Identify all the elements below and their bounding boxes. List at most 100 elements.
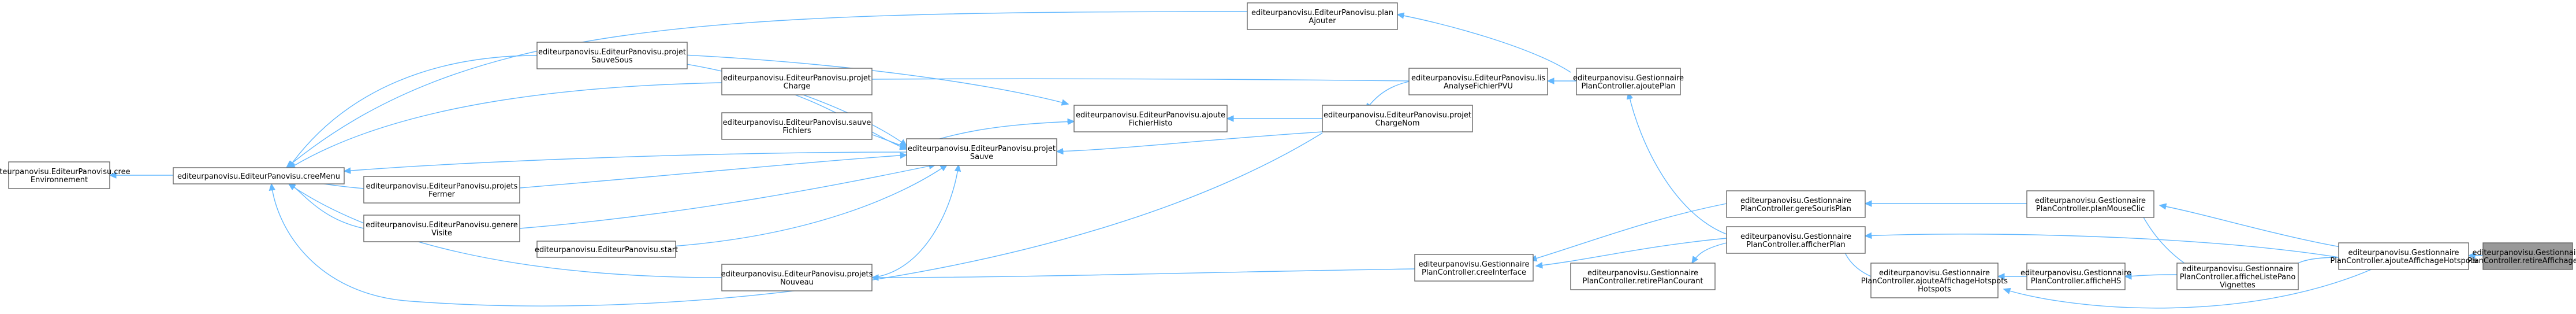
node-label-line: PlanController.afficherPlan (1746, 241, 1845, 249)
edge-afficherPlan-creeInterface (1536, 238, 1727, 266)
edge-projetSauveSous-ajouteFichierHisto (612, 51, 1068, 104)
node-planMouseClic[interactable]: editeurpanovisu.GestionnairePlanControll… (2026, 190, 2154, 218)
edge-genereVisite-creeMenu (289, 182, 364, 229)
node-box (173, 167, 345, 184)
node-creeEnvironnement[interactable]: editeurpanovisu.EditeurPanovisu.creeEnvi… (0, 161, 131, 189)
node-label-line: Hotspots (1918, 285, 1951, 294)
node-label-line: editeurpanovisu.EditeurPanovisu.projets (366, 182, 518, 191)
node-label-line: editeurpanovisu.Gestionnaire (2020, 269, 2131, 278)
node-label-line: PlanController.retirePlanCourant (1583, 277, 1703, 286)
edge-ajouteAffHotspots2-afficherPlan (1865, 234, 2339, 258)
node-projetChargeNom[interactable]: editeurpanovisu.EditeurPanovisu.projetCh… (1322, 105, 1473, 132)
node-ajoutePlan[interactable]: editeurpanovisu.GestionnairePlanControll… (1573, 68, 1684, 95)
node-box (363, 215, 520, 242)
graph-edges (110, 11, 2483, 309)
node-afficheHS[interactable]: editeurpanovisu.GestionnairePlanControll… (2020, 263, 2131, 290)
node-box (536, 42, 688, 69)
node-label-line: PlanController.gereSourisPlan (1740, 205, 1851, 213)
node-label-line: editeurpanovisu.EditeurPanovisu.cree (0, 168, 131, 176)
node-creeInterface[interactable]: editeurpanovisu.GestionnairePlanControll… (1414, 254, 1534, 282)
node-projetCharge[interactable]: editeurpanovisu.EditeurPanovisu.projetCh… (721, 68, 873, 95)
edge-gereSourisPlan-creeInterface (1530, 203, 1727, 260)
node-label-line: PlanController.planMouseClic (2036, 205, 2145, 213)
node-label-line: Fermer (428, 190, 456, 199)
node-label-line: Fichiers (782, 127, 811, 135)
node-ajouteAffichageHotspots2[interactable]: editeurpanovisu.GestionnairePlanControll… (2330, 242, 2477, 270)
node-projetSauve[interactable]: editeurpanovisu.EditeurPanovisu.projetSa… (906, 138, 1057, 166)
node-box (2026, 263, 2126, 290)
edge-ajouteAffHotspots2-afficheHS (2004, 265, 2380, 309)
node-box (2176, 263, 2299, 290)
node-label-line: Environnement (31, 176, 88, 184)
node-label-line: editeurpanovisu.Gestionnaire (1740, 232, 1851, 241)
node-afficheListePanoVignettes[interactable]: editeurpanovisu.GestionnairePlanControll… (2176, 263, 2299, 290)
node-label-line: editeurpanovisu.EditeurPanovisu.sauve (723, 119, 871, 127)
node-box (906, 138, 1057, 166)
node-creeMenu[interactable]: editeurpanovisu.EditeurPanovisu.creeMenu (173, 167, 345, 184)
node-ajouteFichierHisto[interactable]: editeurpanovisu.EditeurPanovisu.ajouteFi… (1073, 105, 1228, 132)
node-box (721, 112, 873, 140)
edge-ajouteAffHotspots2-planMouseClic (2160, 205, 2351, 249)
edge-projetsNouveau-creeMenu (289, 184, 722, 278)
node-label-line: ChargeNom (1375, 119, 1420, 128)
node-label-line: editeurpanovisu.Gestionnaire (1587, 269, 1698, 278)
node-box (2338, 242, 2469, 270)
node-box (1576, 68, 1681, 95)
node-box (721, 68, 873, 95)
node-label-line: Charge (784, 82, 811, 91)
node-box (1073, 105, 1228, 132)
node-sauveFichiers[interactable]: editeurpanovisu.EditeurPanovisu.sauveFic… (721, 112, 873, 140)
node-label-line: editeurpanovisu.Gestionnaire (2472, 249, 2576, 257)
node-projetsFermer[interactable]: editeurpanovisu.EditeurPanovisu.projetsF… (363, 176, 520, 204)
node-box (1570, 263, 1716, 290)
edge-projetChargeNom-creeMenu (271, 132, 1323, 306)
node-retirePlanCourant[interactable]: editeurpanovisu.GestionnairePlanControll… (1570, 263, 1716, 290)
edge-projetSauve-creeMenu (344, 152, 907, 171)
graph-nodes: editeurpanovisu.EditeurPanovisu.creeEnvi… (0, 2, 2576, 298)
node-label-line: editeurpanovisu.EditeurPanovisu.projet (908, 145, 1056, 153)
edge-projetCharge-creeMenu (289, 82, 722, 169)
node-box (1322, 105, 1473, 132)
node-start[interactable]: editeurpanovisu.EditeurPanovisu.start (535, 241, 678, 258)
node-label-line: editeurpanovisu.EditeurPanovisu.projet (1324, 111, 1471, 120)
node-label-line: Vignettes (2220, 281, 2256, 290)
node-box (1414, 254, 1534, 282)
node-planAjouter[interactable]: editeurpanovisu.EditeurPanovisu.planAjou… (1247, 2, 1398, 30)
node-box (1408, 68, 1548, 95)
edge-projetsFermer-projetSauve (519, 155, 907, 189)
node-label-line: editeurpanovisu.EditeurPanovisu.genere (366, 221, 518, 230)
node-label-line: Visite (431, 229, 452, 238)
node-box (721, 264, 873, 291)
node-label-line: editeurpanovisu.EditeurPanovisu.lis (1411, 74, 1545, 83)
edge-ajoutePlan-planAjouter (1397, 14, 1571, 73)
node-label-line: PlanController.afficheListePano (2180, 273, 2296, 282)
node-box (1247, 2, 1398, 30)
node-projetsNouveau[interactable]: editeurpanovisu.EditeurPanovisu.projetsN… (721, 264, 873, 291)
node-ajouteAffichageHotspots[interactable]: editeurpanovisu.GestionnairePlanControll… (1861, 263, 2008, 298)
node-label-line: PlanController.ajoutePlan (1581, 82, 1675, 91)
node-label-line: PlanController.ajouteAffichageHotspots (1861, 277, 2008, 286)
node-projetSauveSous[interactable]: editeurpanovisu.EditeurPanovisu.projetSa… (536, 42, 688, 69)
node-genereVisite[interactable]: editeurpanovisu.EditeurPanovisu.genereVi… (363, 215, 520, 242)
edge-afficheListePano-afficheHS (2125, 275, 2178, 276)
node-lisAnalyseFichierPVU[interactable]: editeurpanovisu.EditeurPanovisu.lisAnaly… (1408, 68, 1548, 95)
node-box (8, 161, 110, 189)
node-box (363, 176, 520, 204)
node-label-line: PlanController.creeInterface (1422, 268, 1526, 277)
node-label-line: editeurpanovisu.EditeurPanovisu.projets (721, 270, 873, 279)
edge-projetSauveSous-creeMenu (289, 55, 538, 168)
node-retireAffichageHS[interactable]: editeurpanovisu.GestionnairePlanControll… (2467, 242, 2576, 270)
node-label-line: FichierHisto (1129, 119, 1173, 128)
edge-projetChargeNom-projetSauve (1057, 131, 1323, 152)
node-label-line: editeurpanovisu.Gestionnaire (1879, 269, 1990, 278)
node-label-line: editeurpanovisu.EditeurPanovisu.start (535, 246, 678, 254)
node-box (1726, 226, 1866, 254)
node-label-line: editeurpanovisu.Gestionnaire (1573, 74, 1684, 83)
node-afficherPlan[interactable]: editeurpanovisu.GestionnairePlanControll… (1726, 226, 1866, 254)
node-label-line: editeurpanovisu.Gestionnaire (1418, 260, 1529, 269)
node-label-line: editeurpanovisu.EditeurPanovisu.projet (538, 48, 686, 57)
node-label-line: editeurpanovisu.Gestionnaire (2348, 249, 2459, 257)
node-gereSourisPlan[interactable]: editeurpanovisu.GestionnairePlanControll… (1726, 190, 1866, 218)
edge-creeInterface-projetsNouveau (872, 268, 1415, 278)
node-box (2026, 190, 2154, 218)
